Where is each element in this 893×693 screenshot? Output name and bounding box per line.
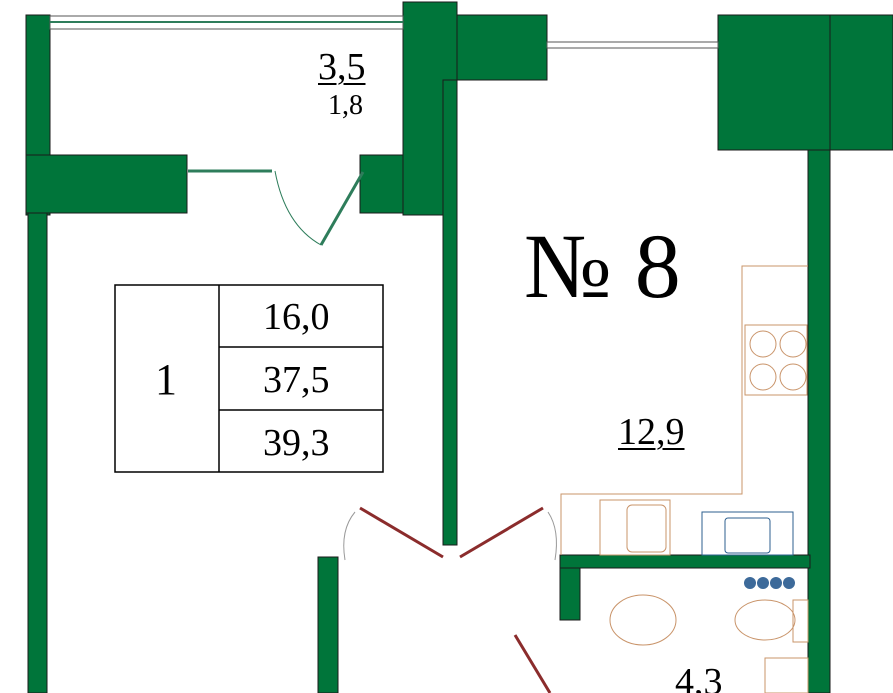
apartment-number: № 8 xyxy=(524,215,681,317)
bathtub xyxy=(764,657,809,693)
walls xyxy=(25,1,893,693)
wall-block-left xyxy=(25,154,188,214)
windows xyxy=(49,15,719,246)
hall-wall xyxy=(317,556,339,693)
central-wall xyxy=(442,79,458,546)
wall-block-corner xyxy=(829,14,893,151)
bathroom-area: 4,3 xyxy=(675,661,723,693)
washbasin xyxy=(609,594,677,646)
total-area-with-balcony: 39,3 xyxy=(263,422,330,464)
wall-block-kitchen-left xyxy=(456,14,548,81)
doors xyxy=(343,506,557,693)
bathroom-top-wall xyxy=(559,554,811,569)
bathroom-stub-wall xyxy=(559,567,581,621)
sink xyxy=(599,499,671,556)
room-count: 1 xyxy=(155,355,177,404)
room-left-wall xyxy=(27,212,48,693)
stove xyxy=(744,324,808,396)
kitchen-right-wall xyxy=(807,149,831,693)
total-area: 37,5 xyxy=(263,359,330,401)
balcony-area: 3,5 xyxy=(318,46,366,88)
kitchen-area: 12,9 xyxy=(618,411,685,453)
summary-table xyxy=(114,284,384,473)
wall-block-kitchen-right xyxy=(717,14,831,151)
heating-pipes xyxy=(744,577,795,589)
toilet xyxy=(734,599,796,641)
living-area: 16,0 xyxy=(263,296,330,338)
balcony-coefficient-area: 1,8 xyxy=(328,90,363,121)
kitchen-furniture xyxy=(560,265,809,693)
washing-machine xyxy=(701,511,794,556)
